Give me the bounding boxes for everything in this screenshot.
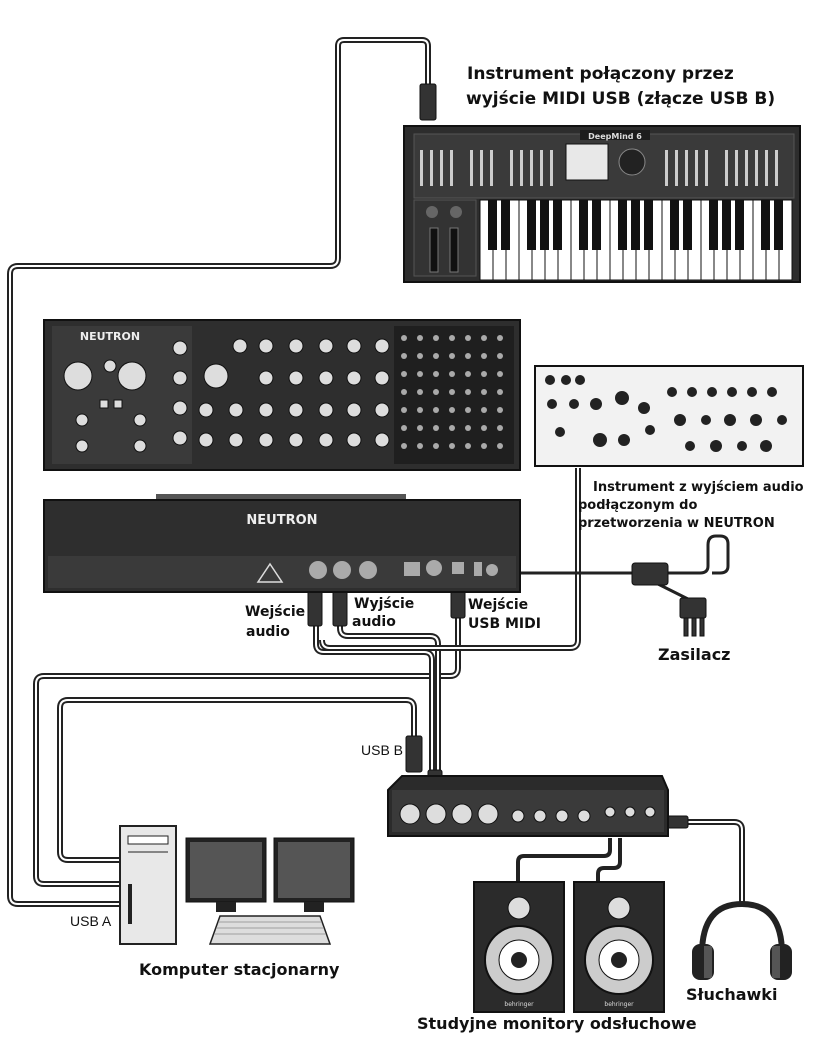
monitor-left-brand: behringer xyxy=(504,1001,534,1008)
neutron-rear: NEUTRON xyxy=(43,494,521,593)
monitor-left: behringer xyxy=(473,881,565,1013)
audio-in-1-label-line2: audio xyxy=(246,624,290,640)
cables xyxy=(7,37,745,907)
external-label-line1: Instrument z wyjściem audio xyxy=(593,480,804,495)
external-label-line2: podłączonym do xyxy=(578,498,698,513)
headphones xyxy=(692,900,792,980)
external-label-line3: przetworzenia w NEUTRON xyxy=(578,516,775,531)
deepmind-synth: DeepMind 6 xyxy=(403,125,801,283)
monitors-label: Studyjne monitory odsłuchowe xyxy=(417,1014,697,1033)
neutron-front: NEUTRON xyxy=(43,319,521,471)
synth-label-line1: Instrument połączony przez xyxy=(467,64,734,84)
neutron-rear-logo: NEUTRON xyxy=(246,513,317,528)
usb-midi-label-line2: USB MIDI xyxy=(468,616,541,632)
audio-in-2-label-line1: Wyjście xyxy=(354,596,415,612)
synth-label-line2: wyjście MIDI USB (złącze USB B) xyxy=(466,89,776,109)
usb-a-label: USB A xyxy=(70,913,112,929)
audio-in-2-label-line2: audio xyxy=(352,614,396,630)
usb-cable-synth-to-computer xyxy=(7,37,431,907)
studio-monitors: behringer behringer xyxy=(473,881,665,1013)
speaker-cable-right xyxy=(596,838,622,884)
usb-b-label: USB B xyxy=(361,742,404,758)
audio-cable-2 xyxy=(337,620,441,800)
synth-logo: DeepMind 6 xyxy=(588,132,642,141)
computer-label: Komputer stacjonarny xyxy=(139,960,340,979)
desktop-computer xyxy=(119,825,355,945)
neutron-front-logo: NEUTRON xyxy=(80,330,140,343)
headphones-label: Słuchawki xyxy=(686,985,778,1004)
usb-midi-cable xyxy=(33,612,461,887)
monitor-right-brand: behringer xyxy=(604,1001,634,1008)
power-label: Zasilacz xyxy=(658,645,731,664)
speaker-cable-left xyxy=(516,838,612,884)
monitor-right: behringer xyxy=(573,881,665,1013)
audio-interface xyxy=(387,775,669,837)
external-instrument xyxy=(534,365,804,467)
external-audio-cable xyxy=(319,468,581,651)
connector-plugs xyxy=(307,83,707,829)
power-cable-adapter xyxy=(666,534,730,575)
headphone-cable xyxy=(668,819,745,906)
audio-in-1-label-line1: Wejście xyxy=(245,604,306,620)
audio-cable-1 xyxy=(313,620,435,800)
usb-midi-label-line1: Wejście xyxy=(468,597,529,613)
usb-cable-interface-to-computer xyxy=(57,697,417,863)
